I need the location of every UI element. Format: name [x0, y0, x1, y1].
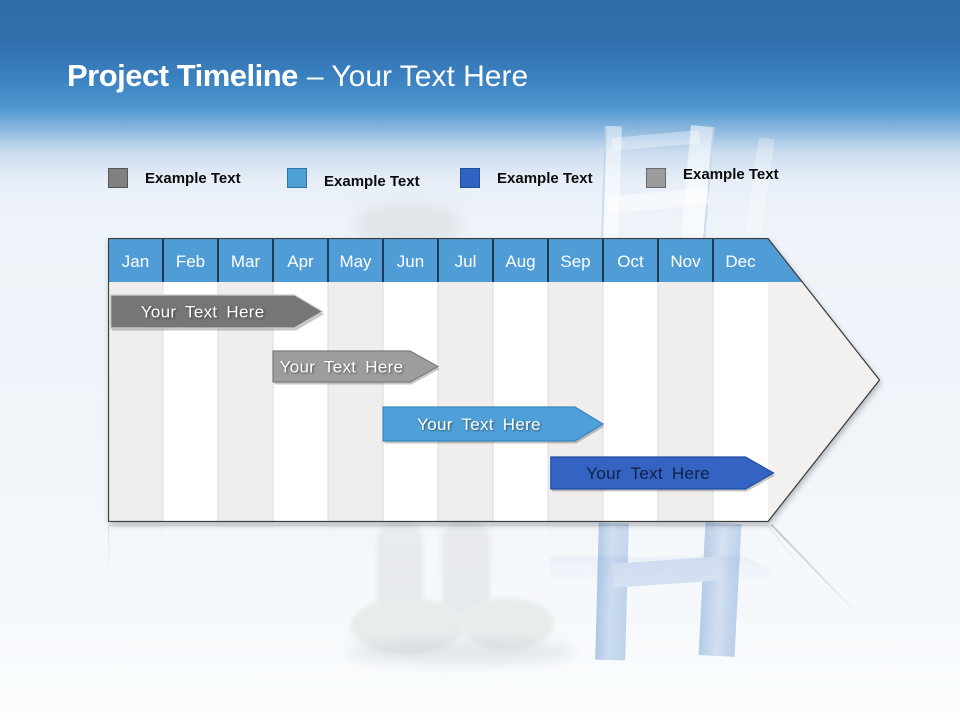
task-bar-label[interactable]: Your Text Here [586, 464, 710, 483]
legend-swatch-icon [460, 168, 480, 188]
legend-item[interactable]: Example Text [646, 165, 779, 188]
figure-foot [350, 598, 464, 654]
arrow-outline [108, 238, 880, 522]
task-bar[interactable] [272, 350, 440, 383]
legend-label: Example Text [145, 169, 241, 187]
month-label: Jul [455, 252, 477, 271]
month-label: Feb [176, 252, 205, 271]
month-label: Jan [122, 252, 149, 271]
legend-swatch-icon [646, 168, 666, 188]
month-label: May [339, 252, 372, 271]
month-label: Apr [287, 252, 314, 271]
legend-item[interactable]: Example Text [287, 168, 420, 190]
task-bar[interactable] [382, 406, 605, 442]
title-text-bold: Project Timeline [67, 58, 298, 93]
legend-item[interactable]: Example Text [108, 168, 241, 188]
task-bar-label[interactable]: Your Text Here [141, 303, 265, 322]
legend-swatch-icon [108, 168, 128, 188]
task-bar-label[interactable]: Your Text Here [417, 415, 541, 434]
month-column-stripe [328, 282, 383, 521]
task-bar[interactable] [110, 294, 324, 329]
month-label: Aug [505, 252, 535, 271]
chart-reflection: JanFebMarAprMayJunJulAugSepOctNovDecYour… [108, 525, 880, 603]
month-label: Nov [670, 252, 701, 271]
legend-label: Example Text [683, 165, 779, 183]
month-label: Oct [617, 252, 644, 271]
legend-swatch-icon [287, 168, 307, 188]
legend-item[interactable]: Example Text [460, 168, 593, 188]
month-label: Mar [231, 252, 261, 271]
month-label: Dec [725, 252, 756, 271]
task-bar[interactable] [550, 456, 775, 490]
month-header-band [108, 238, 803, 282]
legend-label: Example Text [324, 172, 420, 190]
floor-shadow [348, 640, 574, 664]
figure-foot [460, 598, 554, 650]
month-label: Sep [560, 252, 590, 271]
svg-text:Your Text Here: Your Text Here [586, 564, 710, 583]
title-text-light: – Your Text Here [306, 60, 529, 93]
month-label: Jun [397, 252, 424, 271]
month-column-stripe [438, 282, 493, 521]
legend-label: Example Text [497, 169, 593, 187]
timeline-arrow-graphic: Jan Feb Mar Apr May Jun Jul Aug Sep Oct Nov DecYour… [108, 238, 880, 522]
slide-title[interactable]: Project Timeline– Your Text Here [67, 58, 528, 94]
ladder-rung [611, 130, 701, 151]
task-bar-label[interactable]: Your Text Here [280, 358, 404, 377]
